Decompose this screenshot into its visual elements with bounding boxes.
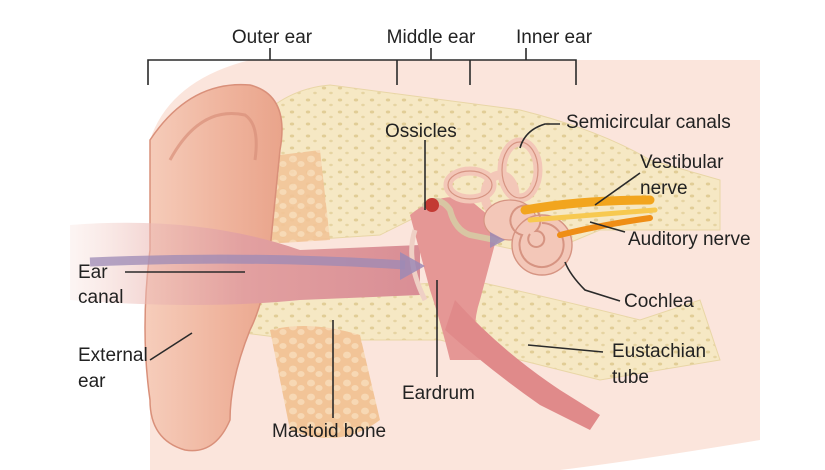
cochlea-shape [509, 204, 573, 276]
sound-arrow [89, 254, 406, 270]
label-ossicles: Ossicles [385, 121, 457, 142]
leader-lines [125, 123, 641, 418]
section-label-outer-ear: Outer ear [232, 27, 313, 48]
ear-canal-shape [70, 222, 420, 305]
section-label-inner-ear: Inner ear [516, 27, 593, 48]
label-eustachian-tube-line1: Eustachian [612, 341, 706, 362]
mastoid-region [270, 326, 380, 438]
section-label-middle-ear: Middle ear [387, 27, 476, 48]
sound-arrow-head [400, 252, 425, 280]
label-eardrum: Eardrum [402, 383, 475, 404]
label-ear-canal-line1: Ear [78, 262, 108, 283]
eustachian-tube-shape [445, 300, 600, 430]
label-mastoid-bone: Mastoid bone [272, 421, 386, 442]
auricle-fold [168, 112, 258, 161]
label-cochlea: Cochlea [624, 291, 694, 312]
section-bracket [147, 48, 577, 85]
label-eustachian-tube-line2: tube [612, 367, 649, 388]
label-vestibular-nerve-line1: Vestibular [640, 152, 724, 173]
sound-arrow-head-inner [490, 232, 505, 248]
malleus-head [425, 198, 439, 212]
label-semicircular-canals: Semicircular canals [566, 112, 731, 133]
label-external-ear-line2: ear [78, 371, 106, 392]
label-auditory-nerve: Auditory nerve [628, 229, 751, 250]
label-external-ear-line1: External [78, 345, 148, 366]
label-vestibular-nerve-line2: nerve [640, 178, 688, 199]
label-ear-canal-line2: canal [78, 287, 123, 308]
